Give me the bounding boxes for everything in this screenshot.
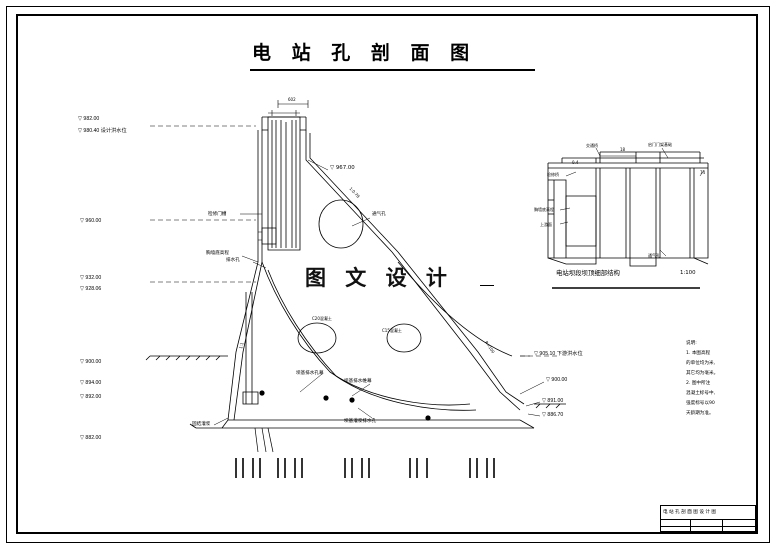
elevation-mark: ▽ 928.06 bbox=[80, 286, 102, 292]
sheet-border-inner bbox=[16, 14, 18, 534]
section-label: 通气孔 bbox=[372, 212, 386, 217]
title-underline bbox=[250, 69, 535, 71]
elevation-mark: ▽ 894.00 bbox=[80, 380, 102, 386]
title-block-text: 电 站 孔 剖 面 图 设 计 图 bbox=[663, 510, 717, 515]
notes-line: 1. 本图高程 bbox=[686, 351, 711, 356]
elevation-mark: ▽ 982.00 bbox=[78, 116, 100, 122]
detail-label: 检修桥 bbox=[547, 172, 559, 177]
elevation-mark: ▽ 980.40 设计洪水位 bbox=[78, 128, 127, 134]
elevation-mark: ▽ 882.00 bbox=[80, 435, 102, 441]
page-title: 电 站 孔 剖 面 图 bbox=[252, 42, 477, 64]
notes-line: 的单位均为米, bbox=[686, 361, 716, 366]
detail-label: 启门门架基础 bbox=[648, 142, 672, 147]
elevation-mark: ▽ 900.00 bbox=[80, 359, 102, 365]
detail-label: 通气孔 bbox=[648, 253, 660, 258]
section-label: 检修门槽 bbox=[208, 212, 227, 217]
notes-block: 说明: 1. 本图高程 的单位均为米, 其它均为毫米。 2. 图中所注 混凝土标… bbox=[686, 340, 719, 416]
detail-label: 交通桥 bbox=[586, 143, 598, 148]
notes-line: 其它均为毫米。 bbox=[686, 371, 719, 376]
elevation-mark: ▽ 960.00 bbox=[80, 218, 102, 224]
detail-label: 胸墙底高程 bbox=[534, 207, 554, 212]
title-block-divider bbox=[722, 519, 723, 532]
sheet-border-outer bbox=[6, 542, 770, 543]
title-block-divider bbox=[660, 526, 756, 527]
sheet-border-inner bbox=[16, 532, 758, 534]
title-block-divider bbox=[660, 519, 756, 520]
notes-line: 强度标号以90 bbox=[686, 401, 715, 406]
section-label: 排水孔 bbox=[226, 258, 240, 263]
watermark-underline bbox=[480, 285, 494, 286]
detail-dimension: 18 bbox=[620, 147, 626, 152]
dimension-label: 602 bbox=[288, 97, 296, 102]
detail-scale: 1:100 bbox=[680, 270, 696, 276]
elevation-mark: ▽ 905.10 下游洪水位 bbox=[534, 351, 583, 357]
material-label: C15混凝土 bbox=[382, 328, 402, 333]
section-label: 胸墙底高程 bbox=[206, 251, 229, 256]
notes-heading: 说明: bbox=[686, 341, 697, 346]
elevation-mark: ▽ 886.70 bbox=[542, 412, 564, 418]
elevation-mark: ▽ 900.00 bbox=[546, 377, 568, 383]
section-label: 坝基灌浆排水孔 bbox=[344, 419, 377, 424]
elevation-mark: ▽ 891.00 bbox=[542, 398, 564, 404]
detail-dimension: 0.4 bbox=[572, 160, 579, 165]
detail-dimension: 74 bbox=[700, 170, 706, 175]
notes-line: 天龄期为准。 bbox=[686, 411, 714, 416]
material-label: C20混凝土 bbox=[312, 316, 332, 321]
sheet-border-outer bbox=[6, 6, 770, 7]
sheet-border-inner bbox=[756, 14, 758, 534]
watermark-text: 图 文 设 计 bbox=[305, 266, 453, 290]
title-block-divider bbox=[690, 519, 691, 532]
section-label: 坝基排水孔幕 bbox=[296, 371, 324, 376]
title-block bbox=[660, 505, 756, 532]
notes-line: 混凝土标号中, bbox=[686, 391, 716, 396]
elevation-mark: ▽ 932.00 bbox=[80, 275, 102, 281]
notes-line: 2. 图中所注 bbox=[686, 381, 711, 386]
detail-caption: 电站坝段坝顶细部结构 bbox=[556, 269, 620, 277]
detail-label: 上游面 bbox=[540, 222, 552, 227]
elevation-mark: ▽ 892.00 bbox=[80, 394, 102, 400]
section-label: ▽ 967.00 bbox=[330, 165, 355, 171]
sheet-border-outer bbox=[6, 6, 7, 543]
sheet-border-outer bbox=[769, 6, 770, 543]
section-label: 坝基排水帷幕 bbox=[344, 379, 372, 384]
sheet-border-inner bbox=[16, 14, 758, 16]
section-label: 固结灌浆 bbox=[192, 422, 211, 427]
